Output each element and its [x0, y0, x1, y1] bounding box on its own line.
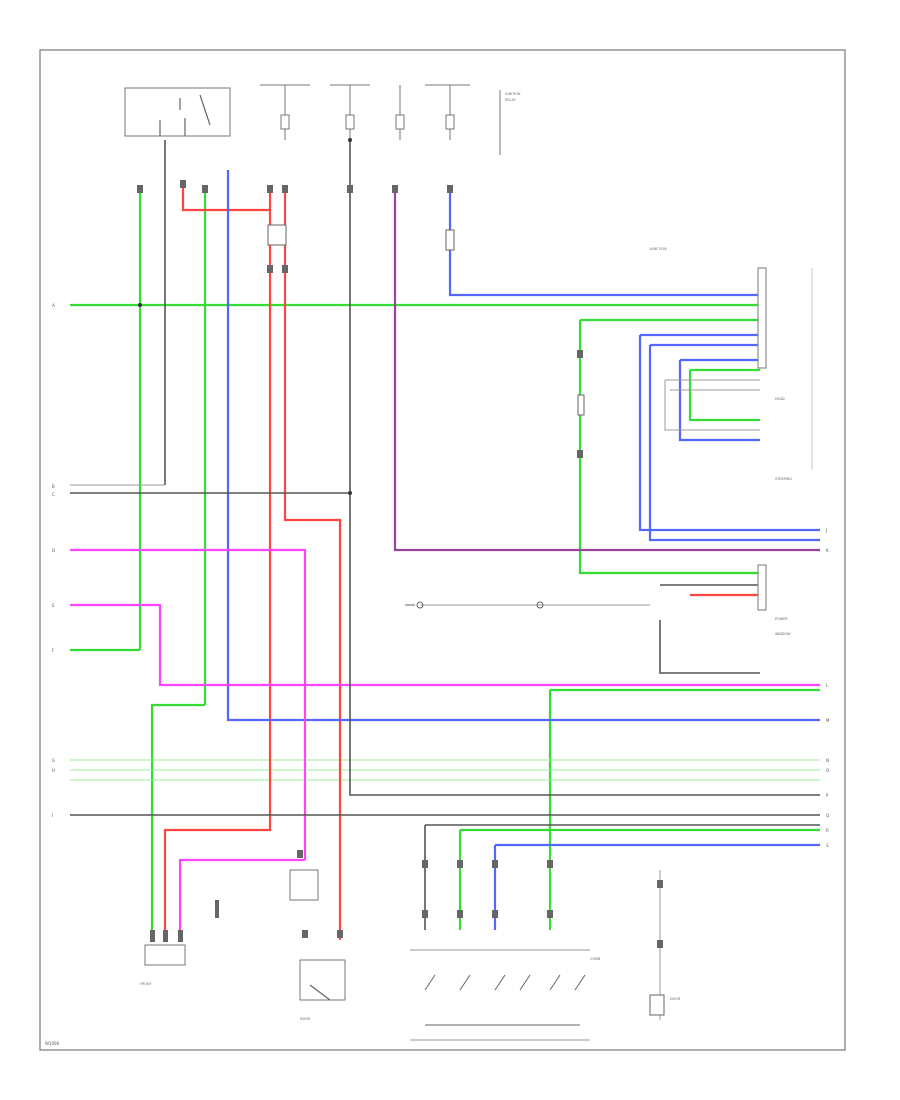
junction-block [124, 87, 231, 137]
right-connector-m: M [826, 718, 830, 723]
left-connector-f: F [52, 648, 55, 653]
right-connector-labels: J K L M N O P Q R S [825, 528, 830, 848]
wire-blue [226, 170, 820, 930]
diagram-frame [39, 49, 846, 1051]
junction-dots [138, 138, 352, 495]
svg-text:JUNCTION: JUNCTION [649, 247, 667, 251]
svg-text:HEAD: HEAD [775, 397, 785, 401]
right-connector [757, 267, 813, 611]
left-connector-i: I [52, 813, 53, 818]
left-connector-b: B [52, 484, 55, 489]
left-connector-c: C [52, 492, 55, 497]
door-lock-assembly [144, 869, 346, 1001]
svg-text:COMB: COMB [590, 957, 601, 961]
sensor-symbols [267, 224, 585, 609]
right-connector-j: J [825, 528, 827, 533]
svg-text:DOOR: DOOR [300, 1017, 311, 1021]
left-connector-g: G [52, 758, 55, 763]
wire-red [163, 185, 760, 940]
wire-green-thin [70, 759, 820, 781]
right-connector-k: K [826, 548, 829, 553]
right-connector-s: S [826, 843, 829, 848]
wire-purple [393, 185, 820, 552]
svg-text:DOOR: DOOR [670, 997, 681, 1001]
svg-text:STEERING: STEERING [775, 477, 792, 481]
svg-text:POWER: POWER [775, 617, 788, 621]
wire-dark [70, 140, 820, 930]
switch-assembly [424, 974, 665, 1026]
left-connector-labels: A B C D E F G H I [52, 303, 55, 818]
connector-pins [137, 180, 663, 948]
fuse-row [260, 84, 501, 155]
svg-text:IGNITION: IGNITION [505, 92, 521, 96]
wire-magenta [70, 548, 820, 930]
wire-green-main [70, 185, 820, 930]
tiny-labels: IGNITION RELAY JUNCTION HEAD STEERING PO… [140, 92, 792, 1021]
left-connector-d: D [52, 548, 55, 553]
svg-text:FRONT: FRONT [140, 982, 153, 986]
right-connector-n: N [826, 758, 829, 763]
svg-text:RELAY: RELAY [505, 98, 517, 102]
wire-gray [70, 379, 760, 1041]
left-connector-h: H [52, 768, 55, 773]
right-connector-l: L [826, 683, 829, 688]
right-connector-p: P [826, 793, 829, 798]
left-connector-e: E [52, 603, 55, 608]
right-connector-o: O [826, 768, 829, 773]
svg-text:WINDOW: WINDOW [775, 632, 791, 636]
footer-code: W1000 [45, 1041, 60, 1046]
right-connector-q: Q [826, 813, 829, 818]
right-connector-r: R [826, 828, 829, 833]
left-connector-a: A [52, 303, 55, 308]
